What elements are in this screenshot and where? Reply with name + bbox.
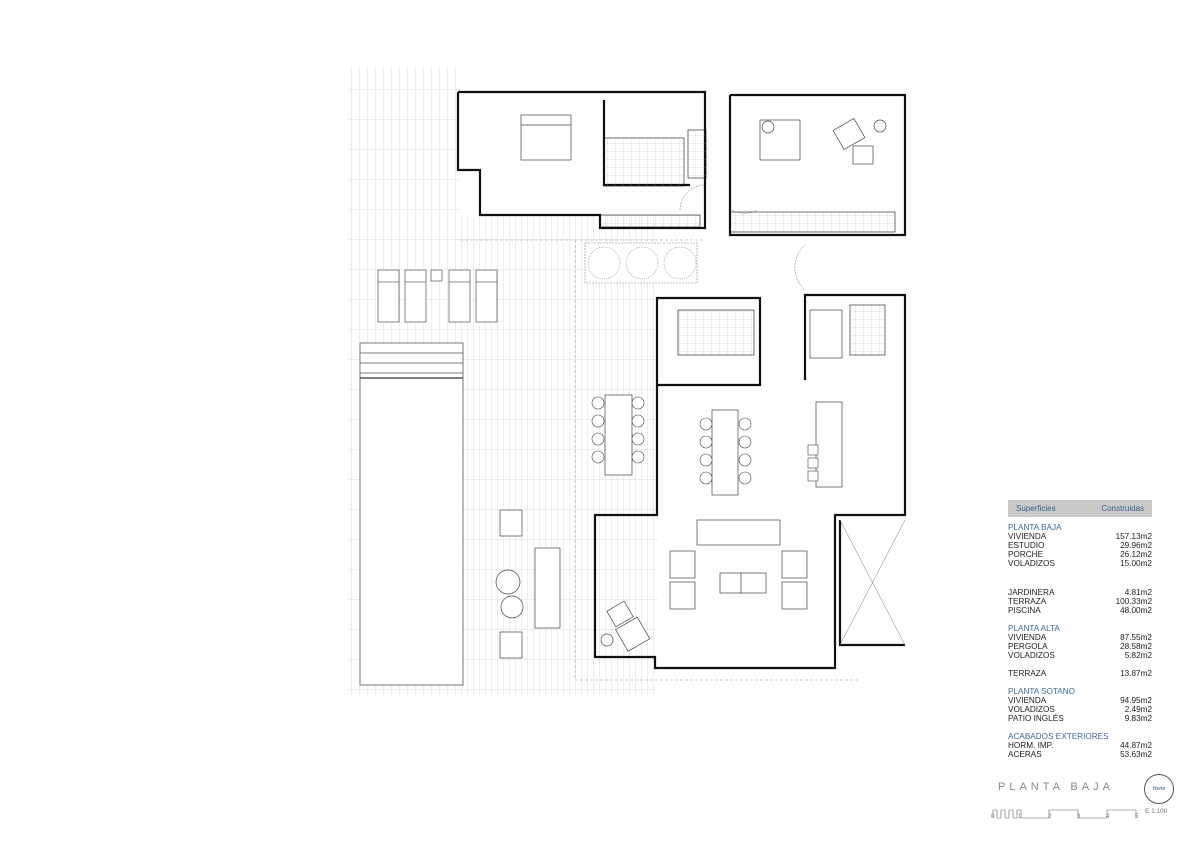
row-value: 13.87m2: [1120, 669, 1152, 678]
row-label: TERRAZA: [1008, 669, 1047, 678]
row-label: VOLADIZOS: [1008, 651, 1055, 660]
compass-label: Norte: [1153, 786, 1166, 792]
table-row: VOLADIZOS 5.82m2: [1008, 651, 1152, 660]
scale-tick-label: 1: [1018, 814, 1022, 820]
scale-tick-label: 0: [991, 814, 995, 820]
row-label: PATIO INGLÉS: [1008, 714, 1064, 723]
row-group: TERRAZA 13.87m2: [1008, 669, 1152, 678]
scale-tick-label: 2: [1048, 814, 1052, 820]
header-built: Construidas: [1101, 504, 1144, 513]
scale-tick-label: 5: [1135, 814, 1139, 820]
table-row: PATIO INGLÉS 9.83m2: [1008, 714, 1152, 723]
sun-loungers: [377, 269, 498, 323]
interior-fill: [599, 129, 896, 356]
section-title: PLANTA ALTA: [1008, 624, 1060, 633]
table-row: PERGOLA 28.58m2: [1008, 642, 1152, 651]
table-row: VIVIENDA 157.13m2: [1008, 532, 1152, 541]
north-compass-icon: Norte: [1144, 774, 1174, 804]
table-row: ESTUDIO 29.96m2: [1008, 541, 1152, 550]
pool: [359, 342, 464, 686]
row-value: 4.81m2: [1124, 588, 1152, 597]
planter: [584, 242, 698, 284]
row-label: PORCHE: [1008, 550, 1044, 559]
row-value: 157.13m2: [1115, 532, 1152, 541]
row-label: ESTUDIO: [1008, 541, 1045, 550]
section-title: ACABADOS EXTERIORES: [1008, 732, 1109, 741]
row-label: VIVIENDA: [1008, 696, 1047, 705]
table-row: JARDINERA 4.81m2: [1008, 588, 1152, 597]
scale-bar: [992, 809, 1137, 819]
row-value: 87.55m2: [1120, 633, 1152, 642]
row-value: 29.96m2: [1120, 541, 1152, 550]
table-row: PORCHE 26.12m2: [1008, 550, 1152, 559]
table-row: HORM. IMP. 44.87m2: [1008, 741, 1152, 750]
row-label: VIVIENDA: [1008, 532, 1047, 541]
scale-label: E 1:100: [1145, 808, 1168, 815]
row-value: 15.00m2: [1120, 559, 1152, 568]
row-label: VOLADIZOS: [1008, 705, 1055, 714]
table-header: Superficies Construidas: [1008, 500, 1152, 517]
section-title: PLANTA SOTANO: [1008, 687, 1076, 696]
table-row: ACERAS 53.63m2: [1008, 750, 1152, 759]
row-label: JARDINERA: [1008, 588, 1055, 597]
row-value: 5.82m2: [1124, 651, 1152, 660]
drawing-title: PLANTA BAJA: [998, 781, 1114, 793]
table-row: VIVIENDA 94.95m2: [1008, 696, 1152, 705]
table-row: VOLADIZOS 2.49m2: [1008, 705, 1152, 714]
table-row: VIVIENDA 87.55m2: [1008, 633, 1152, 642]
row-label: VOLADIZOS: [1008, 559, 1055, 568]
row-value: 28.58m2: [1120, 642, 1152, 651]
row-value: 100.33m2: [1115, 597, 1152, 606]
row-value: 2.49m2: [1124, 705, 1152, 714]
row-value: 94.95m2: [1120, 696, 1152, 705]
carport-pergola: [839, 519, 906, 646]
row-label: VIVIENDA: [1008, 633, 1047, 642]
scale-tick-label: 4: [1106, 814, 1110, 820]
row-value: 9.83m2: [1124, 714, 1152, 723]
row-value: 26.12m2: [1120, 550, 1152, 559]
header-surfaces: Superficies: [1016, 504, 1056, 513]
row-label: TERRAZA: [1008, 597, 1047, 606]
row-label: HORM. IMP.: [1008, 741, 1054, 750]
row-value: 53.63m2: [1120, 750, 1152, 759]
row-label: PERGOLA: [1008, 642, 1048, 651]
section-title: PLANTA BAJA: [1008, 523, 1062, 532]
row-label: PISCINA: [1008, 606, 1041, 615]
row-value: 44.87m2: [1120, 741, 1152, 750]
row-label: ACERAS: [1008, 750, 1042, 759]
furniture: [495, 114, 887, 659]
table-row: PISCINA 48.00m2: [1008, 606, 1152, 615]
table-row: VOLADIZOS 15.00m2: [1008, 559, 1152, 568]
table-row: TERRAZA 100.33m2: [1008, 597, 1152, 606]
scale-tick-label: 3: [1077, 814, 1081, 820]
door-swings: [679, 184, 806, 291]
chairs: [591, 396, 819, 485]
table-row: TERRAZA 13.87m2: [1008, 669, 1152, 678]
row-value: 48.00m2: [1120, 606, 1152, 615]
